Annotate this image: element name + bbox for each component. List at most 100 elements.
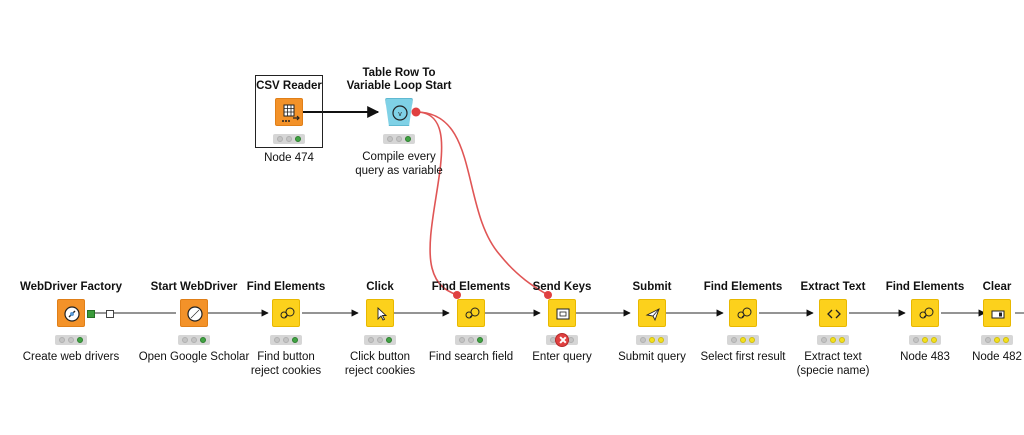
variable-wire-loop-to-send-keys[interactable] (415, 111, 549, 296)
node-status-lights (455, 335, 487, 345)
node-find-elements-1[interactable]: Find Elements Find button reject cookies (216, 279, 356, 379)
variable-wire-loop-to-find-search[interactable] (415, 111, 458, 296)
compass-icon (187, 306, 203, 322)
node-selection-box (255, 75, 323, 148)
node-status-lights (364, 335, 396, 345)
node-start-webdriver[interactable]: Start WebDriver Open Google Scholar (106, 279, 264, 369)
node-body[interactable] (272, 299, 300, 327)
node-status-lights (273, 134, 305, 144)
node-click[interactable]: Click Click button reject cookies (310, 279, 450, 379)
node-title: Start WebDriver (150, 281, 238, 293)
error-icon[interactable] (555, 333, 569, 347)
status-light-red (182, 337, 188, 343)
node-label-line-2: query as variable (355, 165, 443, 177)
status-light-green (200, 337, 206, 343)
status-light-yellow (649, 337, 655, 343)
node-body[interactable] (819, 299, 847, 327)
node-body[interactable] (180, 299, 208, 327)
status-light-red (274, 337, 280, 343)
status-light-green (77, 337, 83, 343)
status-light-green (405, 136, 411, 142)
find-elements-icon (737, 307, 752, 319)
status-light-green (931, 337, 937, 343)
node-clear[interactable]: Clear Node 482 (970, 279, 1024, 369)
node-body[interactable] (457, 299, 485, 327)
node-status-lights (817, 335, 849, 345)
variable-in-port-dot-send-keys[interactable] (544, 291, 552, 299)
status-light-green (1003, 337, 1009, 343)
node-status-lights (727, 335, 759, 345)
status-light-yellow (740, 337, 746, 343)
status-light-red (459, 337, 465, 343)
node-body[interactable] (638, 299, 666, 327)
node-status-lights (981, 335, 1013, 345)
variable-in-port-dot-find-search[interactable] (453, 291, 461, 299)
status-light-green (295, 136, 301, 142)
node-title: Clear (982, 281, 1012, 293)
node-label: Find search field (428, 351, 514, 363)
node-find-elements-3[interactable]: Find Elements Select first result (673, 279, 813, 369)
node-label: Create web drivers (22, 351, 120, 363)
node-title: Click (366, 281, 394, 293)
node-extract-text[interactable]: Extract Text Extract text (specie name) (763, 279, 903, 379)
find-elements-icon (465, 307, 480, 319)
node-body[interactable] (275, 98, 303, 126)
node-label: Select first result (700, 351, 786, 363)
output-port[interactable] (87, 310, 95, 318)
node-body[interactable] (548, 299, 576, 327)
status-light-red (913, 337, 919, 343)
status-light-green (292, 337, 298, 343)
paper-plane-icon (645, 308, 660, 322)
node-status-lights (909, 335, 941, 345)
node-label: Node 482 (972, 351, 1022, 363)
status-light-red (985, 337, 991, 343)
node-submit[interactable]: Submit Submit query (582, 279, 722, 369)
status-light-yellow (468, 337, 474, 343)
svg-text:v: v (398, 111, 402, 118)
find-elements-icon (919, 307, 934, 319)
node-label-line-1: Extract text (804, 351, 862, 363)
node-body[interactable] (911, 299, 939, 327)
node-title: Submit (632, 281, 672, 293)
node-title-line-2: Variable Loop Start (346, 80, 452, 92)
node-status-lights (178, 335, 210, 345)
status-light-green (749, 337, 755, 343)
node-table-row-to-variable-loop-start[interactable]: Table Row To Variable Loop Start v Compi… (329, 66, 469, 186)
variable-out-port-dot[interactable] (411, 107, 421, 117)
status-light-red (731, 337, 737, 343)
node-send-keys[interactable]: Send Keys Enter query (492, 279, 632, 369)
webdriver-factory-icon (64, 306, 80, 322)
status-light-yellow (994, 337, 1000, 343)
node-body[interactable] (366, 299, 394, 327)
node-label-line-1: Compile every (362, 151, 436, 163)
status-light-yellow (283, 337, 289, 343)
node-find-elements-4[interactable]: Find Elements Node 483 (855, 279, 995, 369)
status-light-green (477, 337, 483, 343)
status-light-red (640, 337, 646, 343)
status-light-red (387, 136, 393, 142)
status-light-yellow (68, 337, 74, 343)
node-title: Find Elements (885, 281, 965, 293)
status-light-red (821, 337, 827, 343)
status-light-red (368, 337, 374, 343)
input-port[interactable] (106, 310, 114, 318)
status-light-yellow (396, 136, 402, 142)
node-webdriver-factory[interactable]: WebDriver Factory Create web drivers (1, 279, 141, 369)
node-label: Node 483 (900, 351, 950, 363)
status-light-yellow (286, 136, 292, 142)
eraser-icon (991, 310, 1005, 319)
node-body[interactable]: v (385, 98, 413, 126)
variable-loop-icon: v (392, 105, 408, 121)
node-find-elements-2[interactable]: Find Elements Find search field (401, 279, 541, 369)
status-light-yellow (377, 337, 383, 343)
node-csv-reader[interactable]: CSV Reader Node 474 (219, 78, 359, 168)
node-body[interactable] (729, 299, 757, 327)
node-status-lights (55, 335, 87, 345)
node-body[interactable] (983, 299, 1011, 327)
node-body[interactable] (57, 299, 85, 327)
node-label: Submit query (618, 351, 686, 363)
node-label: Open Google Scholar (138, 351, 250, 363)
node-label: Node 474 (264, 152, 314, 164)
